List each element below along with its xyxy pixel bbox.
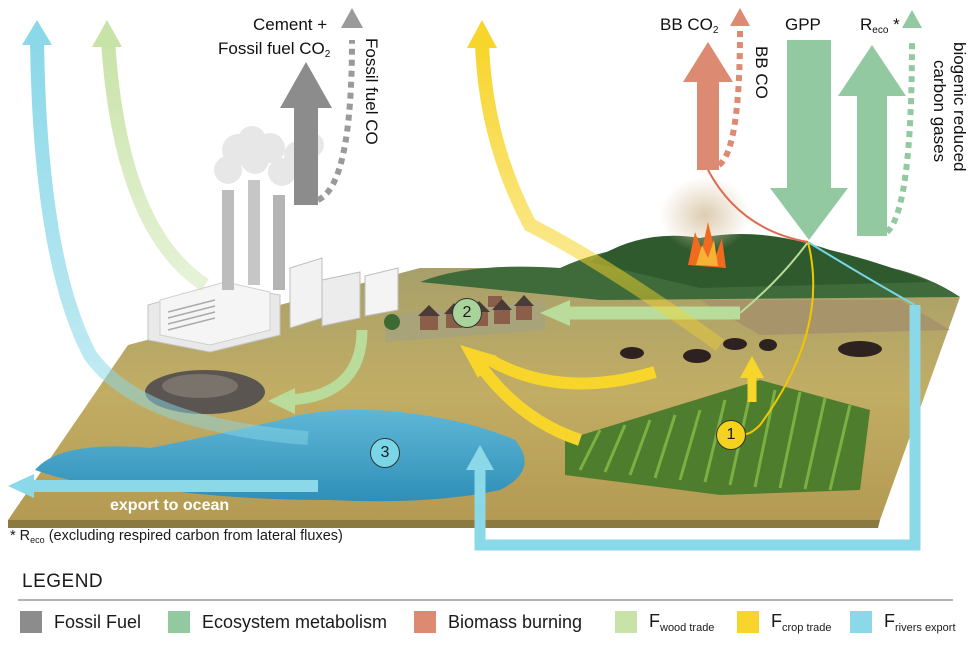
biogenic-label-line1: biogenic reduced [950, 42, 969, 172]
marker-3: 3 [370, 438, 400, 468]
carbon-flux-scene [8, 8, 960, 551]
legend-label: Ecosystem metabolism [202, 611, 388, 632]
legend-label: Fwood trade [649, 610, 715, 634]
gpp-label: GPP [785, 15, 821, 34]
fossil-co-label: Fossil fuel CO [362, 38, 381, 145]
wildfire [660, 177, 750, 268]
legend-title: LEGEND [22, 571, 104, 592]
legend-swatch [615, 611, 637, 633]
biogenic-label-line2: carbon gases [930, 60, 949, 163]
bb-co2-label: BB CO2 [660, 15, 719, 36]
legend-label: Frivers export [884, 610, 956, 634]
legend-label: Fossil Fuel [54, 611, 142, 632]
legend-item-biomass-burning: Biomass burning [414, 611, 582, 633]
legend-swatch [168, 611, 190, 633]
export-ocean-label: export to ocean [110, 497, 230, 514]
crop-trade-flux [460, 20, 815, 446]
marker-1: 1 [716, 420, 746, 450]
legend-item-crop-trade: Fcrop trade [737, 610, 832, 634]
legend-item-fossil-fuel: Fossil Fuel [20, 611, 141, 633]
bb-co-label: BB CO [752, 46, 771, 99]
legend-swatch [737, 611, 759, 633]
cement-label-line2: Fossil fuel CO2 [218, 39, 331, 60]
reco-label: Reco * [860, 15, 900, 36]
legend-label: Biomass burning [448, 611, 583, 632]
cement-label-line1: Cement + [253, 15, 328, 34]
marker-2: 2 [452, 298, 482, 328]
legend-item-rivers-export: Frivers export [850, 610, 956, 634]
wood-trade-flux [92, 20, 809, 414]
rivers-export-flux [8, 20, 921, 551]
legend-item-wood-trade: Fwood trade [615, 610, 715, 634]
factory [147, 126, 399, 353]
legend-swatch [414, 611, 436, 633]
legend-swatch [850, 611, 872, 633]
legend-item-ecosystem-metabolism: Ecosystem metabolism [168, 611, 387, 633]
legend-label: Fcrop trade [771, 610, 832, 634]
biomass-burning-flux [683, 8, 809, 243]
fossil-fuel-flux [280, 8, 363, 205]
legend-divider [18, 599, 953, 601]
ecosystem-flux [770, 10, 922, 240]
lake [35, 409, 525, 502]
legend-swatch [20, 611, 42, 633]
footnote: * Reco (excluding respired carbon from l… [10, 528, 343, 545]
cattle [620, 338, 882, 363]
